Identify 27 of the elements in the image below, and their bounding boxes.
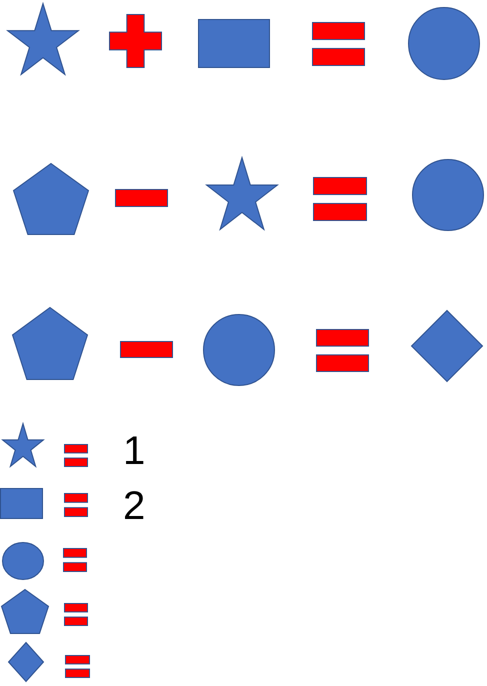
rectangle-icon [0, 488, 43, 519]
circle-icon [408, 7, 480, 80]
diamond-icon [411, 310, 483, 382]
equals-icon [64, 444, 88, 467]
value-number: 1 [123, 431, 146, 471]
circle-icon [412, 159, 484, 231]
value-number: 2 [123, 486, 146, 526]
pentagon-icon [12, 307, 88, 380]
star-icon [206, 157, 278, 230]
equals-icon [63, 548, 87, 572]
minus-icon [115, 189, 168, 207]
equals-icon [64, 603, 88, 626]
pentagon-icon [13, 163, 89, 235]
plus-icon [109, 14, 162, 68]
star-icon [2, 423, 44, 467]
diamond-icon [8, 642, 44, 682]
pentagon-icon [1, 589, 49, 634]
circle-icon [203, 314, 275, 386]
rectangle-icon [198, 19, 270, 68]
equals-icon [312, 22, 365, 66]
equals-icon [65, 655, 90, 678]
star-icon [7, 3, 79, 75]
circle-icon [2, 542, 44, 580]
equals-icon [313, 177, 367, 221]
minus-icon [120, 341, 173, 358]
equals-icon [64, 493, 88, 517]
equals-icon [316, 329, 369, 372]
